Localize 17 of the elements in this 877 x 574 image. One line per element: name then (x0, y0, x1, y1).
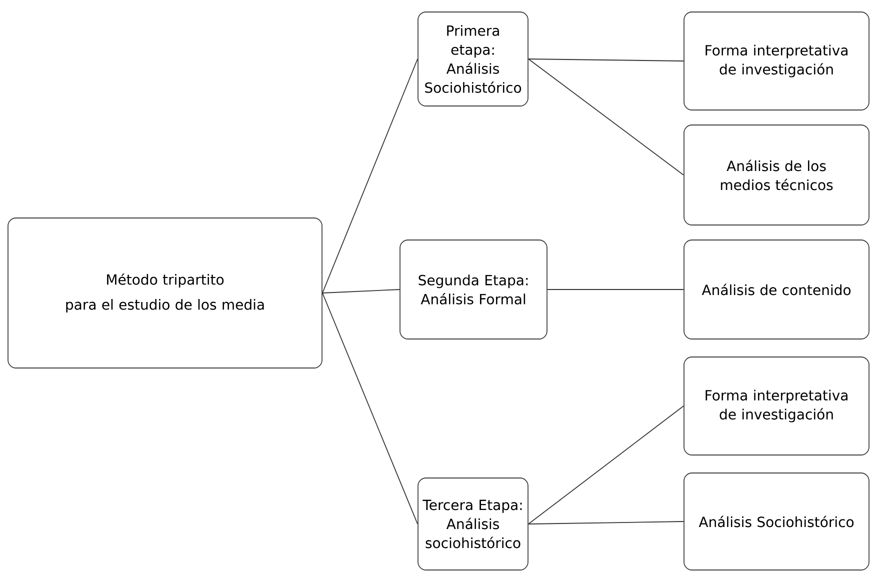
process-box: Primera etapa: Análisis Sociohistórico (418, 12, 528, 106)
process-box: Análisis de contenido (684, 240, 870, 340)
process-box: Método tripartito para el estudio de los media (8, 218, 322, 368)
process-box: Análisis Sociohistórico (684, 472, 870, 570)
process-box: Forma interpretativa de investigación (684, 356, 870, 456)
process-box: Análisis de los medios técnicos (684, 124, 870, 226)
connector-line (547, 289, 684, 290)
connector-line (322, 289, 400, 294)
connector-line (528, 58, 684, 62)
process-box: Tercera Etapa: Análisis sociohistórico (418, 478, 528, 570)
connector-line (528, 521, 684, 524)
process-box: Forma interpretativa de investigación (684, 12, 870, 110)
connector-line (528, 58, 684, 176)
process-box: Segunda Etapa: Análisis Formal (400, 240, 548, 340)
connector-line (322, 292, 418, 524)
connector-line (528, 406, 684, 524)
connector-line (322, 58, 418, 294)
